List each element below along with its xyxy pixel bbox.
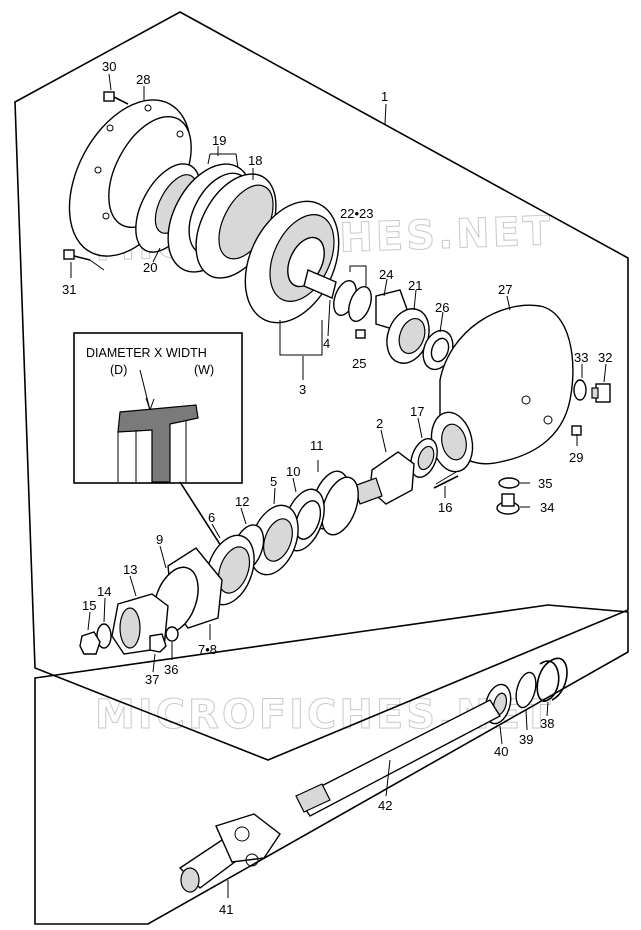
callout-28: 28 xyxy=(136,72,150,87)
inset-width-label: (W) xyxy=(194,363,214,377)
callout-15: 15 xyxy=(82,598,96,613)
part-42-drive-shaft xyxy=(295,699,501,817)
callout-13: 13 xyxy=(123,562,137,577)
part-25-bolt xyxy=(355,329,366,339)
callout-20: 20 xyxy=(143,260,157,275)
callout-16: 16 xyxy=(438,500,452,515)
callout-1: 1 xyxy=(381,89,388,104)
part-41-universal-joint xyxy=(178,813,281,893)
callout-30: 30 xyxy=(102,59,116,74)
callout-9: 9 xyxy=(156,532,163,547)
callout-2: 2 xyxy=(376,416,383,431)
callout-40: 40 xyxy=(494,744,508,759)
callout-24: 24 xyxy=(379,267,393,282)
callout-34: 34 xyxy=(540,500,554,515)
inset-title: DIAMETER X WIDTH xyxy=(86,346,207,360)
callout-17: 17 xyxy=(410,404,424,419)
part-30-bolt xyxy=(103,91,129,105)
part-27-housing xyxy=(430,304,574,473)
part-32-plug xyxy=(591,383,611,403)
shaft-group-boundary xyxy=(34,604,629,925)
part-33-oring xyxy=(573,379,587,401)
callout-numbers: 1 2 3 4 5 6 7•8 9 10 11 12 13 14 15 16 1… xyxy=(62,59,612,917)
callout-14: 14 xyxy=(97,584,111,599)
callout-41: 41 xyxy=(219,902,233,917)
callout-26: 26 xyxy=(435,300,449,315)
part-22-23-shims xyxy=(333,280,372,322)
callout-19: 19 xyxy=(212,133,226,148)
part-39-ring xyxy=(515,671,537,709)
callout-22-23: 22•23 xyxy=(340,206,373,221)
part-15-nut xyxy=(79,631,101,655)
part-38-spring xyxy=(536,657,568,702)
callout-39: 39 xyxy=(519,732,533,747)
callout-18: 18 xyxy=(248,153,262,168)
callout-21: 21 xyxy=(408,278,422,293)
part-2-pinion-gear xyxy=(353,451,415,505)
callout-31: 31 xyxy=(62,282,76,297)
callout-37: 37 xyxy=(145,672,159,687)
callout-32: 32 xyxy=(598,350,612,365)
callout-10: 10 xyxy=(286,464,300,479)
callout-12: 12 xyxy=(235,494,249,509)
part-11-shims xyxy=(311,470,359,536)
part-31-bolt xyxy=(63,249,105,271)
inset-part-section xyxy=(117,404,199,483)
part-34-plug xyxy=(496,493,520,515)
part-29-plug xyxy=(571,425,582,436)
assembly-1-boundary xyxy=(14,11,629,761)
part-5-bearing xyxy=(249,504,299,576)
part-35-washer xyxy=(498,477,520,489)
callout-27: 27 xyxy=(498,282,512,297)
callout-29: 29 xyxy=(569,450,583,465)
leader-lines xyxy=(70,73,607,898)
diameter-width-inset: DIAMETER X WIDTH (D) (W) xyxy=(73,332,243,561)
callout-6: 6 xyxy=(208,510,215,525)
part-16-stud xyxy=(433,471,459,489)
part-37-nut xyxy=(149,633,167,653)
callout-25: 25 xyxy=(352,356,366,371)
callout-33: 33 xyxy=(574,350,588,365)
part-21-bearing xyxy=(386,308,430,364)
part-4-shaft xyxy=(303,269,337,299)
callout-35: 35 xyxy=(538,476,552,491)
callout-38: 38 xyxy=(540,716,554,731)
callout-36: 36 xyxy=(164,662,178,677)
callout-42: 42 xyxy=(378,798,392,813)
part-36-washer xyxy=(165,626,179,642)
part-17-bearing xyxy=(410,438,438,478)
callout-7-8: 7•8 xyxy=(198,642,217,657)
callout-5: 5 xyxy=(270,474,277,489)
callout-4: 4 xyxy=(323,336,330,351)
callout-11: 11 xyxy=(310,438,324,453)
assembly-1-leader xyxy=(384,103,387,125)
callout-3: 3 xyxy=(299,382,306,397)
inset-diameter-label: (D) xyxy=(110,363,127,377)
